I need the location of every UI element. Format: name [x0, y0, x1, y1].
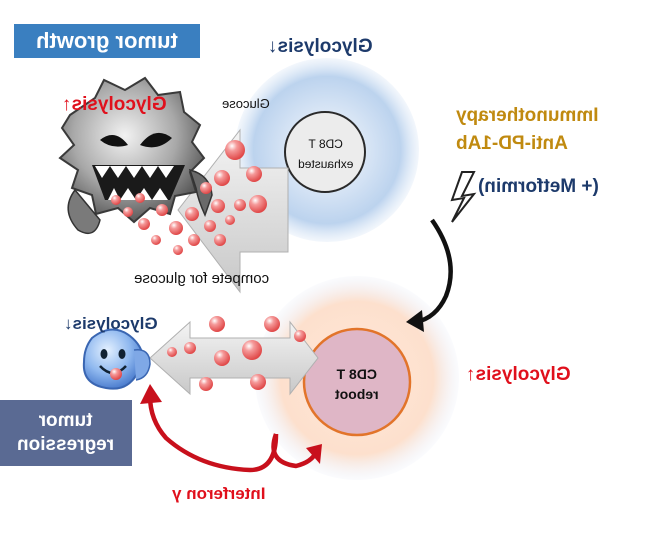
compete-label: compete for glucose	[134, 270, 270, 287]
glucose-dot	[234, 199, 246, 211]
glucose-dot	[214, 350, 230, 366]
interferon-label: Interferon γ	[172, 484, 266, 503]
tumor-growth-box: tumor growth	[14, 24, 200, 58]
glucose-dot	[199, 377, 213, 391]
glucose-dot	[173, 245, 183, 255]
glucose-dot	[214, 234, 226, 246]
reboot-cell-nucleus	[302, 327, 412, 437]
glucose-dot	[167, 347, 177, 357]
tumor-regression-label-line2: regression	[17, 434, 115, 455]
glycolysis-down-top: Glycolysis↓	[268, 36, 373, 57]
glucose-dot	[294, 330, 306, 342]
cd8-reboot-label: CD8 T reboot	[335, 366, 379, 402]
tumor-monster-icon	[58, 76, 213, 235]
glycolysis-up-reboot: Glycolysis↑	[466, 364, 571, 385]
glucose-arrow-bottom	[149, 320, 319, 396]
interferon-arrow	[147, 395, 279, 473]
lightning-icon	[450, 171, 477, 223]
tumor-regression-box: tumor regression	[0, 400, 132, 466]
glucose-dot	[185, 207, 199, 221]
glucose-dot	[184, 342, 196, 354]
glucose-dot	[246, 166, 262, 182]
glucose-dot	[250, 374, 266, 390]
happy-cell-icon	[82, 328, 151, 390]
glucose-dot	[249, 195, 267, 213]
cd8-exhausted-label: CD8 T exhausted	[298, 137, 354, 171]
metformin-label: (+ Metformin)	[478, 176, 599, 197]
glycolysis-up-tumor: Glycolysis↑	[62, 94, 167, 115]
immunotherapy-label: Immunotherapy Anti-PD-1Ab	[456, 105, 599, 154]
tumor-growth-label: tumor growth	[36, 28, 178, 53]
glucose-dot	[242, 340, 262, 360]
glucose-dot	[151, 235, 161, 245]
glucose-dot	[225, 140, 245, 160]
glucose-dot	[200, 182, 212, 194]
glucose-molecules	[110, 140, 306, 391]
glucose-dot	[138, 218, 150, 230]
glucose-dot	[110, 368, 122, 380]
glucose-dot	[214, 170, 230, 186]
glucose-dot	[123, 207, 133, 217]
glucose-dot	[209, 316, 225, 332]
tumor-regression-label-line1: tumor	[39, 410, 93, 431]
glucose-dot	[211, 199, 225, 213]
glucose-label: Glucose	[222, 96, 270, 111]
glucose-dot	[169, 221, 183, 235]
glucose-dot	[156, 204, 168, 216]
glucose-dot	[225, 215, 235, 225]
glucose-dot	[264, 316, 280, 332]
glucose-dot	[135, 193, 145, 203]
glycolysis-down-regress: Glycolysis↓	[64, 314, 158, 333]
reboot-arrow	[415, 218, 453, 325]
exhausted-cell-nucleus	[284, 111, 366, 193]
glucose-dot	[111, 195, 121, 205]
glucose-dot	[188, 234, 200, 246]
glucose-dot	[204, 220, 216, 232]
